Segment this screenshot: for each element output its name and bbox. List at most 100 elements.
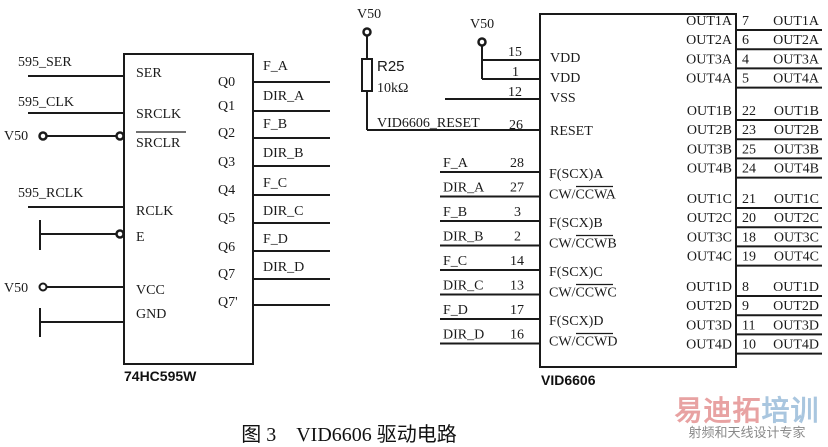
vid-input-net-dir-b: DIR_B	[443, 230, 483, 245]
ic2-pin-vss: VSS	[550, 91, 576, 106]
vid-out-pin-num: 11	[742, 318, 755, 333]
net-dir-b-out: DIR_B	[263, 146, 303, 161]
vid-out-pin-num: 7	[742, 14, 749, 29]
vid-out-pin-out2c: OUT2C	[687, 211, 732, 226]
vid-out-pin-out4c: OUT4C	[687, 250, 732, 265]
vid-out-net-out3c: OUT3C	[774, 230, 819, 245]
vid-input-net-f-a: F_A	[443, 156, 469, 171]
vid-out-net-out4d: OUT4D	[773, 338, 819, 353]
ic1-pin-e: E	[136, 230, 145, 245]
vid-input-pin-num: 28	[510, 156, 524, 171]
pin-num-vss: 12	[508, 85, 522, 100]
vid-out-pin-num: 8	[742, 280, 749, 295]
terminal-icon	[38, 131, 48, 141]
pin-num-vdd-15: 15	[508, 45, 522, 60]
vid-input-pin-num: 17	[510, 303, 524, 318]
ic1-body	[123, 53, 254, 365]
vid-out-pin-out2a: OUT2A	[686, 33, 733, 48]
net-vid6606-reset: VID6606_RESET	[377, 116, 480, 131]
vid-out-net-out4b: OUT4B	[774, 162, 819, 177]
vid-input-net-f-d: F_D	[443, 303, 468, 318]
vid-input-net-dir-c: DIR_C	[443, 279, 483, 294]
ic1-output-wires: F_A DIR_A F_B DIR_B F_C DIR_C F_D DIR_D	[253, 59, 330, 306]
ic1-name: 74HC595W	[124, 368, 197, 384]
vid-out-pin-out1d: OUT1D	[686, 280, 732, 295]
vid-input-pin-num: 27	[510, 181, 524, 196]
vid-out-net-out2a: OUT2A	[773, 33, 820, 48]
resistor-r25: V50 R25 10kΩ VID6606_RESET 26	[357, 7, 540, 133]
resistor-ref: R25	[377, 58, 405, 75]
ic1-pin-q1: Q1	[218, 99, 235, 114]
vid6606-power: V50 15 1 12	[445, 17, 540, 100]
ic1-input-wires: 595_SER 595_CLK V50 595_RCLK V50	[4, 55, 125, 337]
vid-out-pin-out3b: OUT3B	[687, 142, 732, 157]
watermark-subtitle: 射频和天线设计专家	[688, 426, 806, 441]
vid-out-pin-out3a: OUT3A	[686, 52, 733, 67]
net-v50-r25: V50	[357, 7, 381, 22]
vid-out-net-out1c: OUT1C	[774, 192, 819, 207]
vid-input-pin-num: 2	[514, 230, 521, 245]
vid-out-pin-num: 22	[742, 104, 756, 119]
vid-out-net-out1b: OUT1B	[774, 104, 819, 119]
ic1-pin-srclk: SRCLK	[136, 107, 181, 122]
vid-out-pin-out4b: OUT4B	[687, 162, 732, 177]
net-595-ser: 595_SER	[18, 55, 72, 70]
vid-pin-f-scx: F(SCX)C	[549, 265, 603, 280]
ic2-pin-reset: RESET	[550, 124, 593, 139]
vid-out-net-out1d: OUT1D	[773, 280, 819, 295]
net-595-rclk: 595_RCLK	[18, 186, 83, 201]
pin-num-vdd-1: 1	[512, 65, 519, 80]
vid-out-net-out4a: OUT4A	[773, 72, 820, 87]
ic1-pin-q3: Q3	[218, 155, 235, 170]
terminal-icon	[38, 282, 48, 292]
ic1-pin-ser: SER	[136, 66, 162, 81]
net-v50-vcc: V50	[4, 281, 28, 296]
figure-caption: 图 3 VID6606 驱动电路	[0, 418, 828, 447]
vid-out-pin-out1b: OUT1B	[687, 104, 732, 119]
ic2-pin-vdd1: VDD	[550, 51, 580, 66]
vid-out-net-out2b: OUT2B	[774, 123, 819, 138]
net-dir-a-out: DIR_A	[263, 89, 305, 104]
vid-out-pin-out4a: OUT4A	[686, 72, 733, 87]
vid-input-pin-num: 14	[510, 254, 524, 269]
net-v50-srclr: V50	[4, 129, 28, 144]
resistor-value: 10kΩ	[377, 81, 408, 96]
watermark-blue-text: 培训	[761, 394, 820, 427]
ic1-pin-q2: Q2	[218, 126, 235, 141]
vid-input-net-dir-d: DIR_D	[443, 328, 484, 343]
vid-out-net-out4c: OUT4C	[774, 250, 819, 265]
vid-out-pin-out1c: OUT1C	[687, 192, 732, 207]
vid-out-pin-num: 5	[742, 72, 749, 87]
vid-input-pin-num: 13	[510, 279, 524, 294]
vid-out-pin-out2b: OUT2B	[687, 123, 732, 138]
vid-out-pin-out2d: OUT2D	[686, 299, 732, 314]
vid-pin-f-scx: F(SCX)B	[549, 216, 603, 231]
vid-out-pin-num: 19	[742, 250, 756, 265]
inversion-bubble-icon	[115, 229, 125, 239]
net-dir-d-out: DIR_D	[263, 260, 304, 275]
net-f-b-out: F_B	[263, 117, 287, 132]
vid-input-pin-num: 16	[510, 328, 524, 343]
watermark-red-text: 易迪拓	[674, 394, 762, 427]
ic2-name: VID6606	[541, 372, 596, 388]
vid-out-pin-out4d: OUT4D	[686, 338, 732, 353]
ic1-pin-q0: Q0	[218, 75, 235, 90]
vid-out-net-out3b: OUT3B	[774, 142, 819, 157]
ic-74hc595: SER SRCLK SRCLR RCLK E VCC GND Q0 Q1 Q2 …	[123, 53, 254, 384]
vid-input-net-dir-a: DIR_A	[443, 181, 485, 196]
vid-out-net-out3d: OUT3D	[773, 318, 819, 333]
resistor-icon	[361, 58, 373, 92]
vid-out-pin-num: 18	[742, 230, 756, 245]
vid-out-pin-out1a: OUT1A	[686, 14, 733, 29]
vid-out-net-out3a: OUT3A	[773, 52, 820, 67]
vid-out-pin-num: 23	[742, 123, 756, 138]
vid-input-pin-num: 3	[514, 205, 521, 220]
ic1-pin-vcc: VCC	[136, 283, 165, 298]
vid-out-pin-out3d: OUT3D	[686, 318, 732, 333]
terminal-icon	[362, 27, 372, 37]
ic1-pin-gnd: GND	[136, 307, 166, 322]
net-595-clk: 595_CLK	[18, 95, 74, 110]
vid-pin-f-scx: F(SCX)D	[549, 314, 603, 329]
vid-input-net-f-b: F_B	[443, 205, 467, 220]
net-v50-vdd: V50	[470, 17, 494, 32]
